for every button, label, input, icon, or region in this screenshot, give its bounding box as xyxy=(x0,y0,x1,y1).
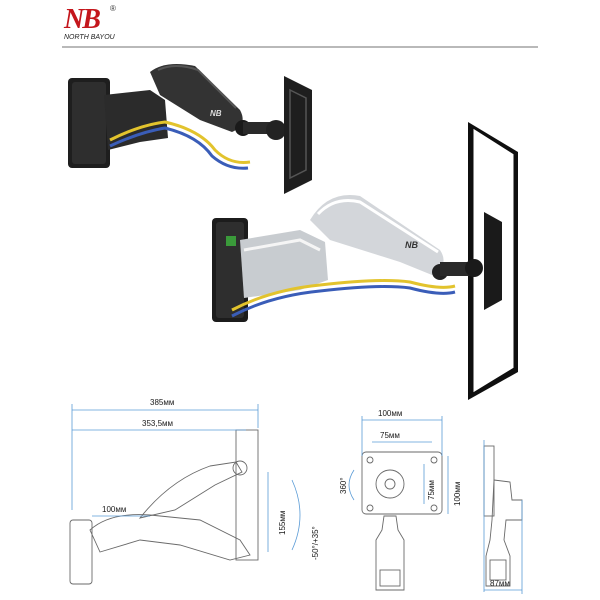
profile-view-drawing: 87мм xyxy=(483,440,523,594)
header-divider xyxy=(62,46,538,48)
silver-arm-illustration: NB xyxy=(212,122,518,400)
dim-vesa-small-h: 75мм xyxy=(380,431,400,440)
dim-tilt: -50°/+35° xyxy=(311,526,320,560)
side-view-drawing: 385мм 353,5мм 100мм 155мм -50°/+35° xyxy=(69,398,320,585)
dim-depth: 87мм xyxy=(490,579,510,588)
brand-logo: NB ® NORTH BAYOU xyxy=(64,4,134,44)
black-arm-illustration: NB xyxy=(68,64,312,194)
arm-badge: NB xyxy=(210,109,222,118)
logo-mark: NB xyxy=(64,4,101,35)
dim-total-reach: 385мм xyxy=(150,398,174,407)
dim-arm-reach: 353,5мм xyxy=(142,419,173,428)
dim-vesa-large-v: 100мм xyxy=(453,482,462,506)
dim-inner-reach: 100мм xyxy=(102,505,126,514)
silver-arm-badge: NB xyxy=(405,240,418,250)
side-vesa-plate xyxy=(235,429,259,561)
dim-vesa-large-h: 100мм xyxy=(378,409,402,418)
dim-rotation: 360° xyxy=(339,477,348,494)
registered-mark: ® xyxy=(110,4,116,13)
dim-vesa-small-v: 75мм xyxy=(427,480,436,500)
front-view-drawing: 100мм 75мм 75мм 100мм 360° xyxy=(339,409,462,591)
dim-height-range: 155мм xyxy=(278,511,287,535)
brand-name: NORTH BAYOU xyxy=(64,34,115,41)
